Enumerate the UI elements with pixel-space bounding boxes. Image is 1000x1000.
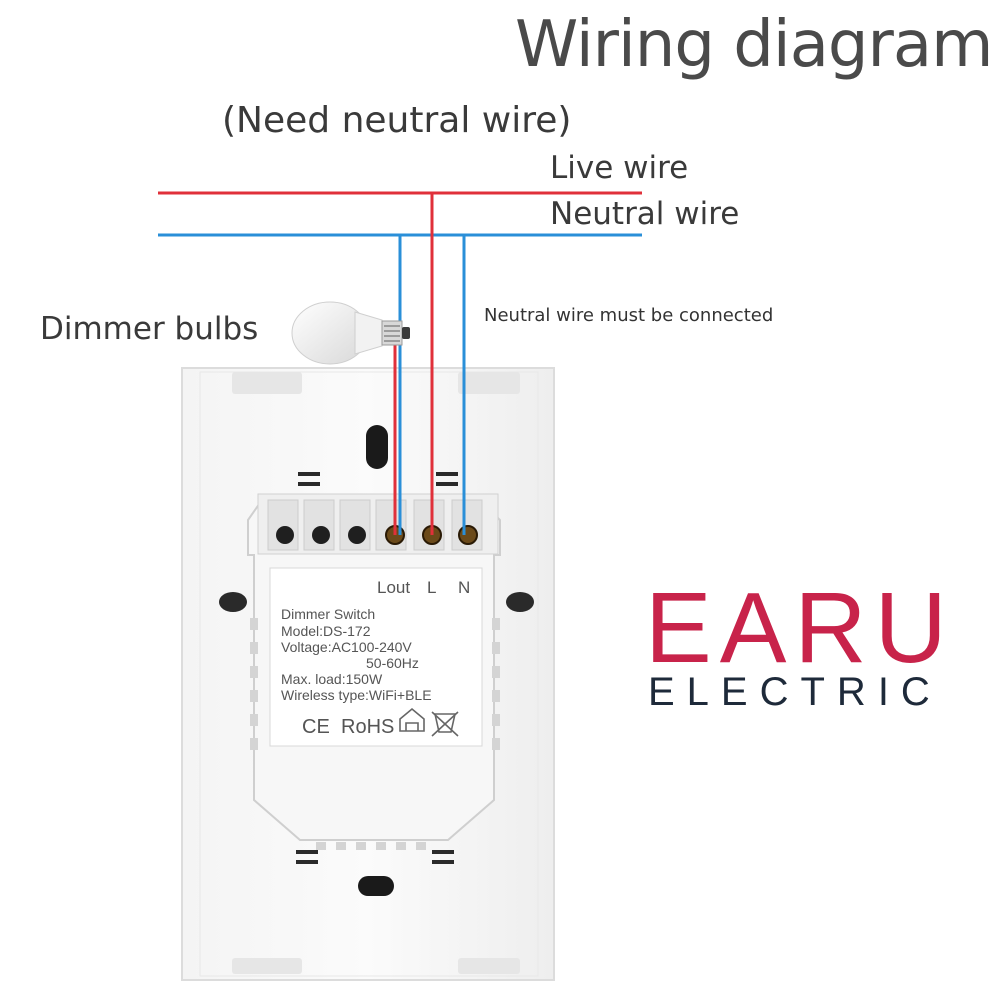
drop-wires <box>393 193 466 535</box>
brand-logo-name: EARU <box>645 572 955 684</box>
neutral-note: Neutral wire must be connected <box>484 305 774 326</box>
dimmer-bulbs-label: Dimmer bulbs <box>40 311 259 347</box>
ce-mark: CE <box>302 716 330 738</box>
page-subtitle: (Need neutral wire) <box>222 100 572 141</box>
terminal-label-lout: Lout <box>377 578 410 597</box>
home-icon <box>399 707 425 732</box>
spec-wireless: Wireless type:WiFi+BLE <box>281 687 432 703</box>
spec-max-load: Max. load:150W <box>281 671 383 687</box>
brand-logo-sub: ELECTRIC <box>648 670 942 714</box>
neutral-wire-label: Neutral wire <box>550 196 740 232</box>
spec-voltage: Voltage:AC100-240V <box>281 639 412 655</box>
dimmer-module-body <box>247 493 501 850</box>
page-title: Wiring diagram <box>515 8 993 82</box>
device-label: Lout L N Dimmer Switch Model:DS-172 Volt… <box>281 578 470 738</box>
weee-bin-icon <box>431 711 459 737</box>
spec-name: Dimmer Switch <box>281 606 375 622</box>
bulb-icon <box>291 301 410 365</box>
live-wire-label: Live wire <box>550 150 689 186</box>
terminal-label-n: N <box>458 578 470 597</box>
terminal-label-l: L <box>427 578 436 597</box>
spec-model: Model:DS-172 <box>281 623 371 639</box>
rohs-mark: RoHS <box>341 716 394 738</box>
spec-frequency: 50-60Hz <box>366 655 419 671</box>
